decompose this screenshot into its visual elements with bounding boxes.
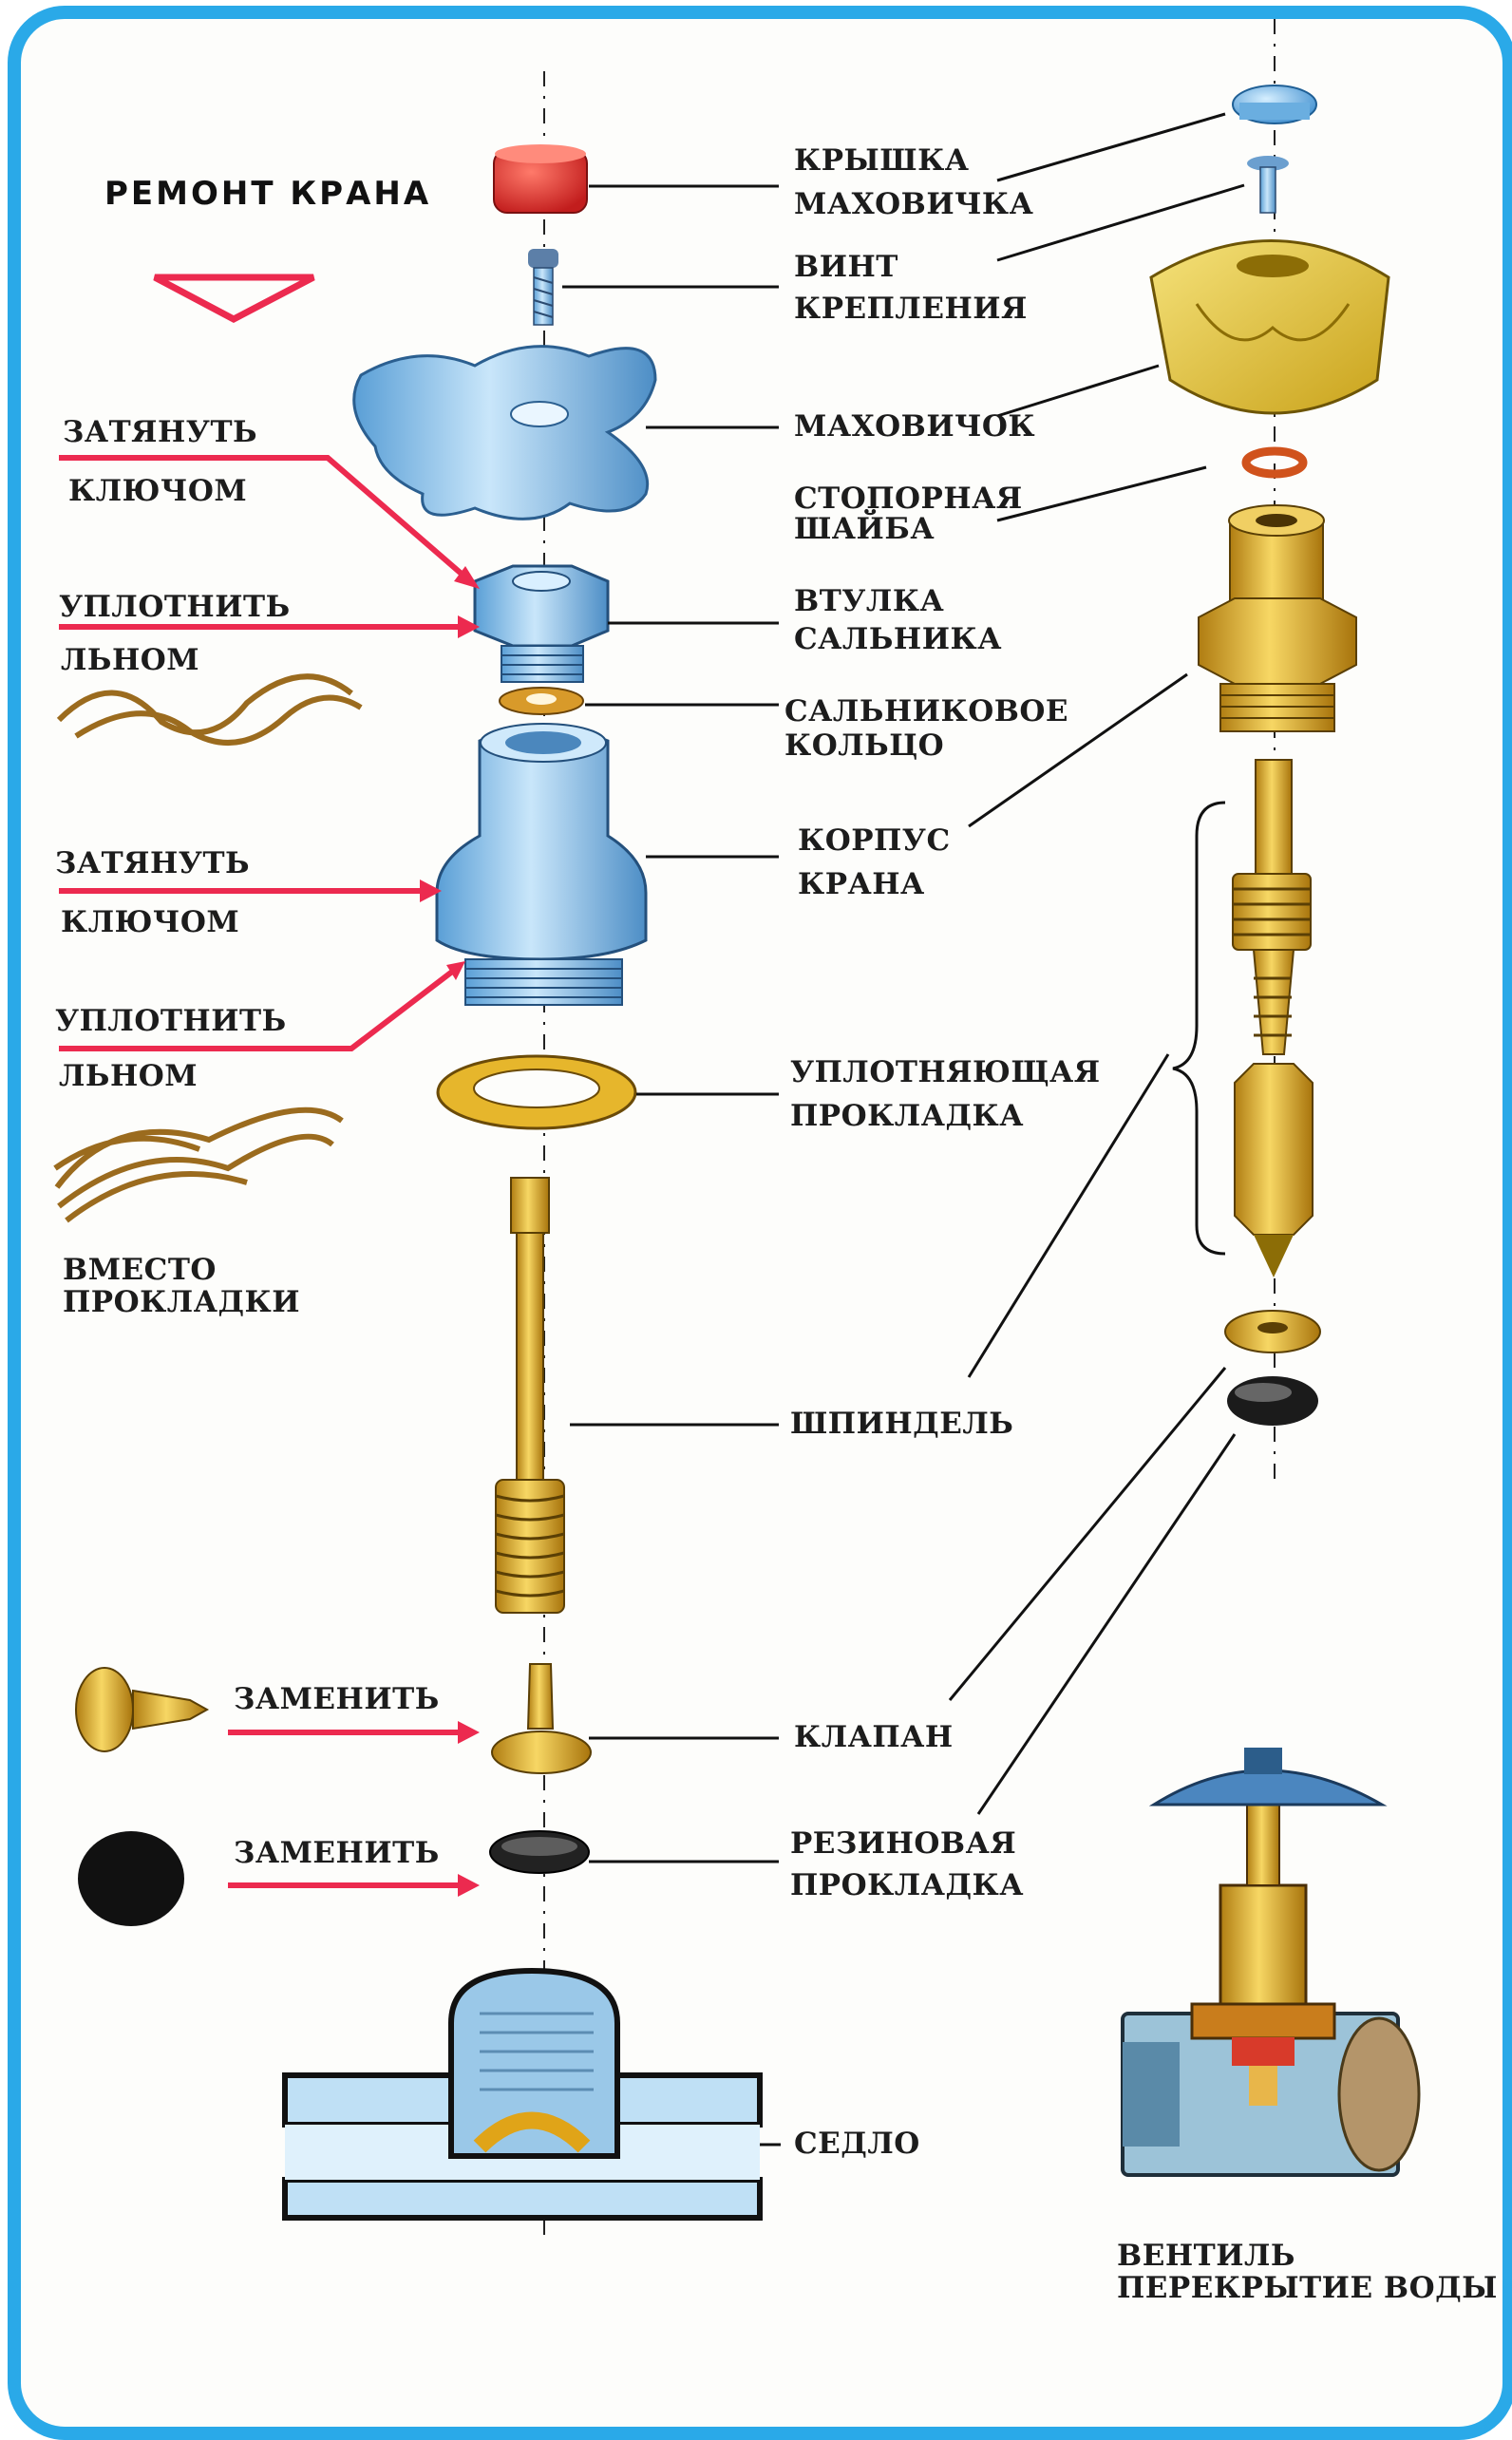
yellow-handle-icon xyxy=(1149,239,1390,415)
seat-pipe-icon xyxy=(282,1967,763,2221)
label-replace-2: ЗАМЕНИТЬ xyxy=(234,1836,440,1870)
label-screw-line2: КРЕПЛЕНИЯ xyxy=(794,292,1028,326)
label-gland-bushing-line2: САЛЬНИКА xyxy=(794,622,1002,656)
right-leader-lines xyxy=(948,112,1245,1815)
red-cap-icon xyxy=(493,144,588,214)
blue-cap-icon xyxy=(1232,85,1317,124)
label-gland-ring-line1: САЛЬНИКОВОЕ xyxy=(784,694,1069,728)
label-handle: МАХОВИЧОК xyxy=(794,409,1036,444)
label-rubber-gasket-line2: ПРОКЛАДКА xyxy=(790,1868,1024,1902)
flax-bundle-icon xyxy=(53,1107,344,1223)
replacement-rubber-gasket-icon xyxy=(78,1831,184,1926)
valve-icon xyxy=(491,1663,592,1774)
label-seal-2-line2: ЛЬНОМ xyxy=(59,1059,198,1093)
label-shutoff-line1: ВЕНТИЛЬ xyxy=(1117,2239,1295,2273)
screw-icon xyxy=(528,249,558,326)
label-seat: СЕДЛО xyxy=(794,2127,920,2161)
title-triangle-icon xyxy=(153,274,315,323)
label-tighten-1-line1: ЗАТЯНУТЬ xyxy=(63,415,258,449)
arrow-heads xyxy=(420,566,480,1897)
spindle-icon xyxy=(495,1177,565,1614)
label-washer-line2: ШАЙБА xyxy=(794,512,936,546)
label-rubber-gasket-line1: РЕЗИНОВАЯ xyxy=(790,1826,1017,1861)
rubber-gasket-icon xyxy=(489,1830,590,1874)
label-valve: КЛАПАН xyxy=(794,1720,954,1754)
label-spindle: ШПИНДЕЛЬ xyxy=(790,1407,1014,1441)
flax-icon xyxy=(56,673,363,746)
label-seal-2-line1: УПЛОТНИТЬ xyxy=(55,1004,287,1038)
label-cap-line2: МАХОВИЧКА xyxy=(794,187,1034,221)
label-gasket-line1: УПЛОТНЯЮЩАЯ xyxy=(790,1055,1101,1089)
gland-ring-icon xyxy=(499,687,584,715)
label-gland-bushing-line1: ВТУЛКА xyxy=(794,584,945,618)
right-spindle-icon xyxy=(1232,759,1314,1277)
bracket xyxy=(1172,801,1226,1256)
replacement-valve-icon xyxy=(75,1667,210,1752)
label-screw-line1: ВИНТ xyxy=(794,250,898,284)
right-screw-icon xyxy=(1247,156,1289,214)
label-instead-line2: ПРОКЛАДКИ xyxy=(63,1285,301,1319)
label-seal-1-line1: УПЛОТНИТЬ xyxy=(59,590,291,624)
label-tighten-2-line2: КЛЮЧОМ xyxy=(61,905,240,939)
right-valve-disc-icon xyxy=(1224,1310,1321,1353)
red-arrows xyxy=(59,455,472,1888)
label-gasket-line2: ПРОКЛАДКА xyxy=(790,1099,1024,1133)
gland-bushing-icon xyxy=(473,564,610,683)
right-rubber-disc-icon xyxy=(1227,1376,1318,1426)
label-cap-line1: КРЫШКА xyxy=(794,143,970,178)
label-shutoff-line2: ПЕРЕКРЫТИЕ ВОДЫ xyxy=(1117,2271,1498,2305)
brass-bushing-icon xyxy=(1198,504,1357,732)
lock-washer-icon xyxy=(1241,446,1308,479)
label-instead-line1: ВМЕСТО xyxy=(63,1253,217,1287)
label-tighten-1-line2: КЛЮЧОМ xyxy=(68,474,248,508)
sealing-gasket-icon xyxy=(436,1054,637,1130)
label-tighten-2-line1: ЗАТЯНУТЬ xyxy=(55,846,251,880)
shutoff-valve-icon xyxy=(1121,1748,1421,2177)
page-title: РЕМОНТ КРАНА xyxy=(104,175,432,213)
center-leader-lines xyxy=(562,184,781,2147)
label-replace-1: ЗАМЕНИТЬ xyxy=(234,1682,440,1716)
label-body-line2: КРАНА xyxy=(798,867,925,901)
label-gland-ring-line2: КОЛЬЦО xyxy=(784,728,945,763)
label-seal-1-line2: ЛЬНОМ xyxy=(61,643,200,677)
label-body-line1: КОРПУС xyxy=(798,823,951,858)
faucet-body-icon xyxy=(435,723,648,1006)
label-washer-line1: СТОПОРНАЯ xyxy=(794,482,1023,516)
handle-icon xyxy=(352,345,657,520)
